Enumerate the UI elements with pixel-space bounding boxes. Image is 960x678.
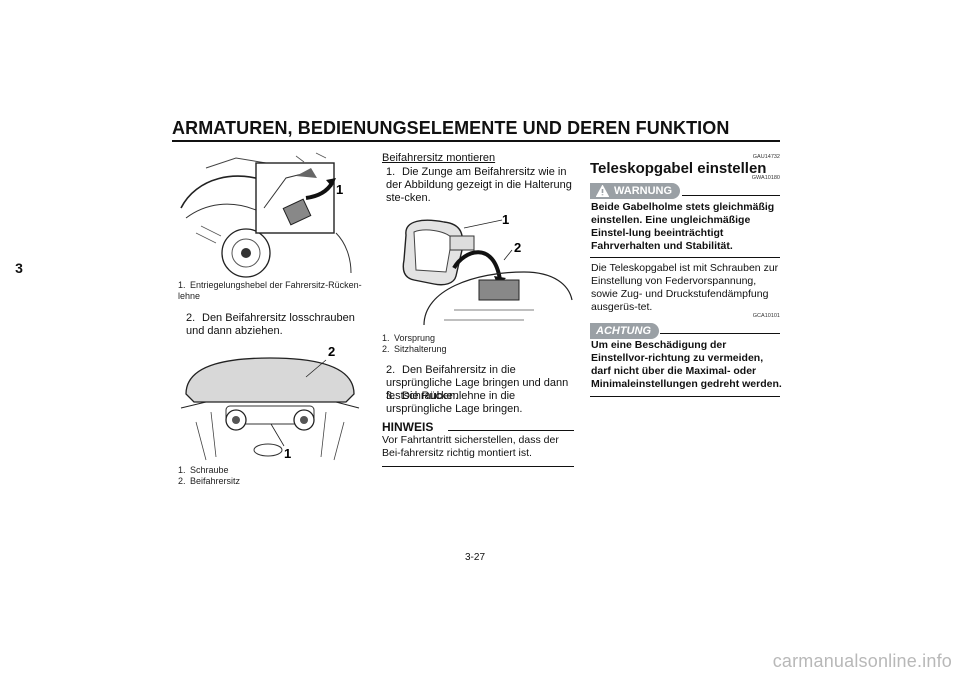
- warning-text: Beide Gabelholme stets gleichmäßig einst…: [591, 201, 775, 252]
- warning-rule: [682, 195, 780, 196]
- note-end-rule: [382, 466, 574, 467]
- note-rule: [448, 430, 574, 431]
- caption-item: 1.Vorsprung: [382, 333, 436, 343]
- page-number: 3-27: [465, 552, 486, 563]
- warning-end-rule: [590, 257, 780, 258]
- chapter-tab: 3: [15, 260, 23, 276]
- figure-caption: 1.Entriegelungshebel der Fahrersitz-Rück…: [178, 280, 368, 302]
- caution-label: ACHTUNG: [590, 321, 659, 339]
- figure-callout-2: 2: [328, 344, 335, 359]
- figure-backrest-lever: 1: [176, 148, 364, 278]
- reference-code: GWA10180: [751, 175, 780, 181]
- figure-seat-tongue: 1 2: [384, 210, 574, 330]
- caption-item: 2.Sitzhalterung: [382, 344, 447, 354]
- figure-callout-2: 2: [514, 240, 521, 255]
- caption-item: 2.Beifahrersitz: [178, 476, 241, 486]
- figure-callout-1: 1: [336, 182, 343, 197]
- reference-code: GAU14732: [752, 154, 780, 160]
- caution-end-rule: [590, 396, 780, 397]
- body-text: Die Teleskopgabel ist mit Schrauben zur …: [591, 262, 779, 313]
- reference-code: GCA10101: [752, 313, 780, 319]
- figure-passenger-seat: 2 1: [176, 342, 364, 462]
- step-item: 2.Den Beifahrersitz in die ursprüngliche…: [386, 364, 569, 402]
- subheading: Beifahrersitz montieren: [382, 152, 496, 164]
- step-item: 2.Den Beifahrersitz losschrauben und dan…: [186, 312, 355, 337]
- caption-item: 1.Schraube: [178, 465, 229, 475]
- figure-caption: 1.Vorsprung 2.Sitzhalterung: [382, 333, 572, 355]
- caution-text: Um eine Beschädigung der Einstellvor-ric…: [591, 339, 782, 390]
- step-item: 3.Die Rückenlehne in die ursprüngliche L…: [386, 390, 523, 415]
- note-heading: HINWEIS: [382, 420, 434, 434]
- watermark: carmanualsonline.info: [772, 651, 952, 671]
- figure-callout-1: 1: [284, 446, 291, 461]
- caution-rule: [660, 333, 780, 334]
- warning-triangle-icon: [596, 185, 609, 197]
- section-title: Teleskopgabel einstellen: [590, 160, 767, 177]
- caption-item: 1.Entriegelungshebel der Fahrersitz-Rück…: [178, 280, 362, 301]
- step-item: 1.Die Zunge am Beifahrersitz wie in der …: [386, 166, 572, 204]
- note-text: Vor Fahrtantritt sicherstellen, dass der…: [382, 434, 559, 459]
- figure-callout-1: 1: [502, 212, 509, 227]
- header-rule: [172, 140, 780, 142]
- warning-label: WARNUNG: [590, 183, 681, 202]
- page-title: ARMATUREN, BEDIENUNGSELEMENTE UND DEREN …: [172, 118, 730, 138]
- figure-caption: 1.Schraube 2.Beifahrersitz: [178, 465, 368, 487]
